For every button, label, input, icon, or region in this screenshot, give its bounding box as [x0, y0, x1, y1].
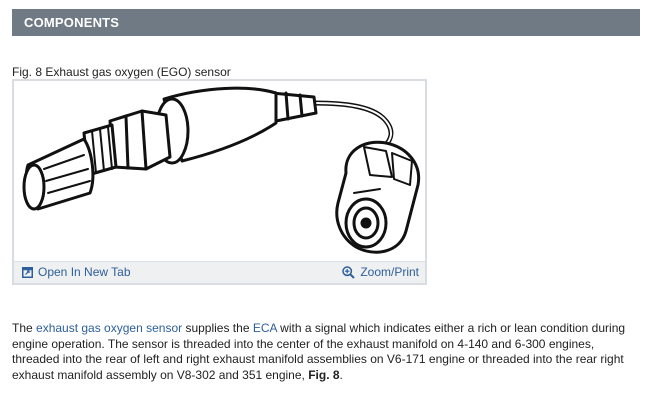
- figure-caption: Fig. 8 Exhaust gas oxygen (EGO) sensor: [12, 65, 231, 79]
- zoom-print-button[interactable]: Zoom/Print: [342, 265, 419, 279]
- open-new-tab-icon: [22, 266, 33, 278]
- zoom-icon: [342, 265, 356, 279]
- figure-reference: Fig. 8: [308, 367, 340, 382]
- description-paragraph: The exhaust gas oxygen sensor supplies t…: [12, 321, 644, 383]
- paragraph-text: The: [12, 321, 37, 335]
- paragraph-text: .: [339, 367, 343, 382]
- section-header: COMPONENTS: [12, 9, 640, 36]
- ego-sensor-illustration[interactable]: [14, 81, 425, 261]
- exhaust-gas-oxygen-sensor-link[interactable]: exhaust gas oxygen sensor: [36, 321, 183, 335]
- open-in-new-tab-button[interactable]: Open In New Tab: [22, 265, 131, 279]
- eca-link[interactable]: ECA: [252, 321, 277, 335]
- section-title: COMPONENTS: [24, 15, 120, 30]
- open-in-new-tab-label: Open In New Tab: [38, 265, 131, 279]
- zoom-print-label: Zoom/Print: [360, 265, 419, 279]
- figure-container: Open In New Tab Zoom/Print: [12, 79, 427, 285]
- figure-toolbar: Open In New Tab Zoom/Print: [14, 261, 425, 283]
- paragraph-text: with a signal which indicates either a r…: [12, 321, 626, 382]
- paragraph-text: supplies the: [182, 321, 253, 335]
